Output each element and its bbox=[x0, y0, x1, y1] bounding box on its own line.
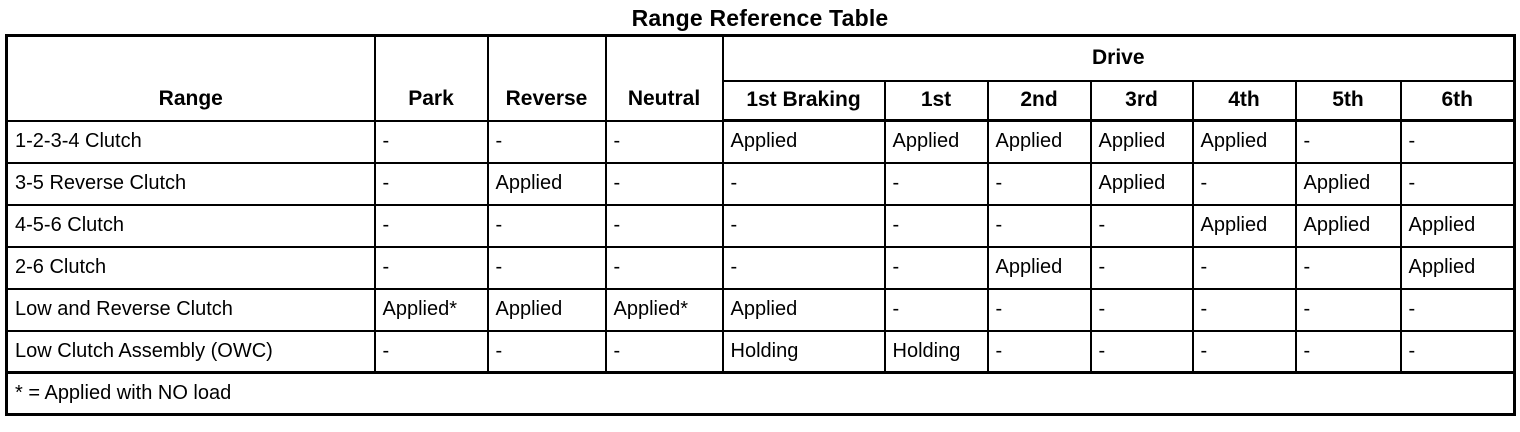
table-cell: - bbox=[1191, 245, 1297, 290]
col-header-5th: 5th bbox=[1294, 79, 1402, 122]
table-cell: Applied bbox=[1089, 119, 1194, 164]
table-cell: - bbox=[1399, 287, 1516, 332]
table-cell: - bbox=[373, 329, 489, 374]
row-label: Low and Reverse Clutch bbox=[5, 287, 376, 332]
table-cell: - bbox=[373, 119, 489, 164]
col-header-4th: 4th bbox=[1191, 79, 1297, 122]
row-label: Low Clutch Assembly (OWC) bbox=[5, 329, 376, 374]
table-cell: - bbox=[1399, 329, 1516, 374]
table-cell: - bbox=[373, 203, 489, 248]
table-cell: - bbox=[1294, 119, 1402, 164]
table-cell: - bbox=[1191, 287, 1297, 332]
table-cell: - bbox=[986, 161, 1092, 206]
table-cell: - bbox=[986, 203, 1092, 248]
range-reference-table: Range Park Reverse Neutral Drive 1st Bra… bbox=[5, 34, 1517, 416]
table-cell: - bbox=[1294, 245, 1402, 290]
table-row-3-5-reverse-clutch: 3-5 Reverse Clutch - Applied - - - - App… bbox=[5, 161, 1516, 206]
table-cell: Applied bbox=[1294, 203, 1402, 248]
table-cell: - bbox=[604, 203, 724, 248]
footnote-text: * = Applied with NO load bbox=[5, 371, 1516, 416]
col-header-park: Park bbox=[373, 34, 489, 122]
col-header-neutral: Neutral bbox=[604, 34, 724, 122]
table-cell: - bbox=[986, 287, 1092, 332]
table-cell: - bbox=[1089, 245, 1194, 290]
table-cell: Applied bbox=[986, 245, 1092, 290]
table-cell: - bbox=[883, 287, 989, 332]
table-cell: - bbox=[1089, 329, 1194, 374]
table-row-low-clutch-assembly-owc: Low Clutch Assembly (OWC) - - - Holding … bbox=[5, 329, 1516, 374]
table-cell: - bbox=[1089, 203, 1194, 248]
col-header-6th: 6th bbox=[1399, 79, 1516, 122]
table-row-2-6-clutch: 2-6 Clutch - - - - - Applied - - - Appli… bbox=[5, 245, 1516, 290]
table-cell: - bbox=[486, 245, 607, 290]
table-cell: - bbox=[883, 203, 989, 248]
table-cell: Applied bbox=[486, 161, 607, 206]
header-row-gears: 1st Braking 1st 2nd 3rd 4th 5th 6th bbox=[7, 79, 1516, 122]
row-label: 1-2-3-4 Clutch bbox=[5, 119, 376, 164]
table-cell: - bbox=[1191, 329, 1297, 374]
table-cell: - bbox=[986, 329, 1092, 374]
col-header-1st-braking: 1st Braking bbox=[721, 79, 886, 122]
table-cell: Applied bbox=[1399, 203, 1516, 248]
table-cell: - bbox=[721, 161, 886, 206]
table-cell: Applied bbox=[721, 287, 886, 332]
table-cell: - bbox=[1399, 161, 1516, 206]
table-cell: Applied* bbox=[373, 287, 489, 332]
table-cell: Applied bbox=[1399, 245, 1516, 290]
table-cell: - bbox=[1399, 119, 1516, 164]
table-cell: - bbox=[486, 203, 607, 248]
table-row-low-and-reverse-clutch: Low and Reverse Clutch Applied* Applied … bbox=[5, 287, 1516, 332]
row-label: 4-5-6 Clutch bbox=[5, 203, 376, 248]
col-header-reverse: Reverse bbox=[486, 34, 607, 122]
row-label: 3-5 Reverse Clutch bbox=[5, 161, 376, 206]
table-row-4-5-6-clutch: 4-5-6 Clutch - - - - - - - Applied Appli… bbox=[5, 203, 1516, 248]
table-cell: - bbox=[486, 329, 607, 374]
table-cell: Applied bbox=[883, 119, 989, 164]
table-cell: - bbox=[1191, 161, 1297, 206]
table-cell: Applied bbox=[486, 287, 607, 332]
col-header-2nd: 2nd bbox=[986, 79, 1092, 122]
col-header-3rd: 3rd bbox=[1089, 79, 1194, 122]
table-row-1-2-3-4-clutch: 1-2-3-4 Clutch - - - Applied Applied App… bbox=[5, 119, 1516, 164]
table-cell: - bbox=[604, 161, 724, 206]
table-cell: - bbox=[883, 245, 989, 290]
table-cell: - bbox=[1089, 287, 1194, 332]
table-cell: Applied bbox=[1191, 203, 1297, 248]
table-cell: Applied bbox=[1191, 119, 1297, 164]
col-header-range: Range bbox=[5, 34, 376, 122]
footnote-row: * = Applied with NO load bbox=[5, 371, 1516, 416]
table-cell: Holding bbox=[883, 329, 989, 374]
table-cell: - bbox=[1294, 329, 1402, 374]
table-cell: Applied bbox=[1089, 161, 1194, 206]
table-cell: - bbox=[721, 203, 886, 248]
table-cell: Applied bbox=[986, 119, 1092, 164]
table-cell: - bbox=[883, 161, 989, 206]
table-cell: - bbox=[373, 245, 489, 290]
table-cell: Applied* bbox=[604, 287, 724, 332]
col-header-1st: 1st bbox=[883, 79, 989, 122]
col-header-drive: Drive bbox=[721, 34, 1516, 82]
page-title: Range Reference Table bbox=[631, 5, 889, 31]
table-cell: - bbox=[373, 161, 489, 206]
table-cell: - bbox=[604, 245, 724, 290]
table-cell: Holding bbox=[721, 329, 886, 374]
table-cell: - bbox=[604, 119, 724, 164]
table-cell: - bbox=[604, 329, 724, 374]
header-row-drive: Range Park Reverse Neutral Drive bbox=[5, 34, 1516, 122]
table-cell: Applied bbox=[1294, 161, 1402, 206]
table-cell: - bbox=[721, 245, 886, 290]
table-cell: - bbox=[1294, 287, 1402, 332]
table-cell: Applied bbox=[721, 119, 886, 164]
row-label: 2-6 Clutch bbox=[5, 245, 376, 290]
table-cell: - bbox=[486, 119, 607, 164]
